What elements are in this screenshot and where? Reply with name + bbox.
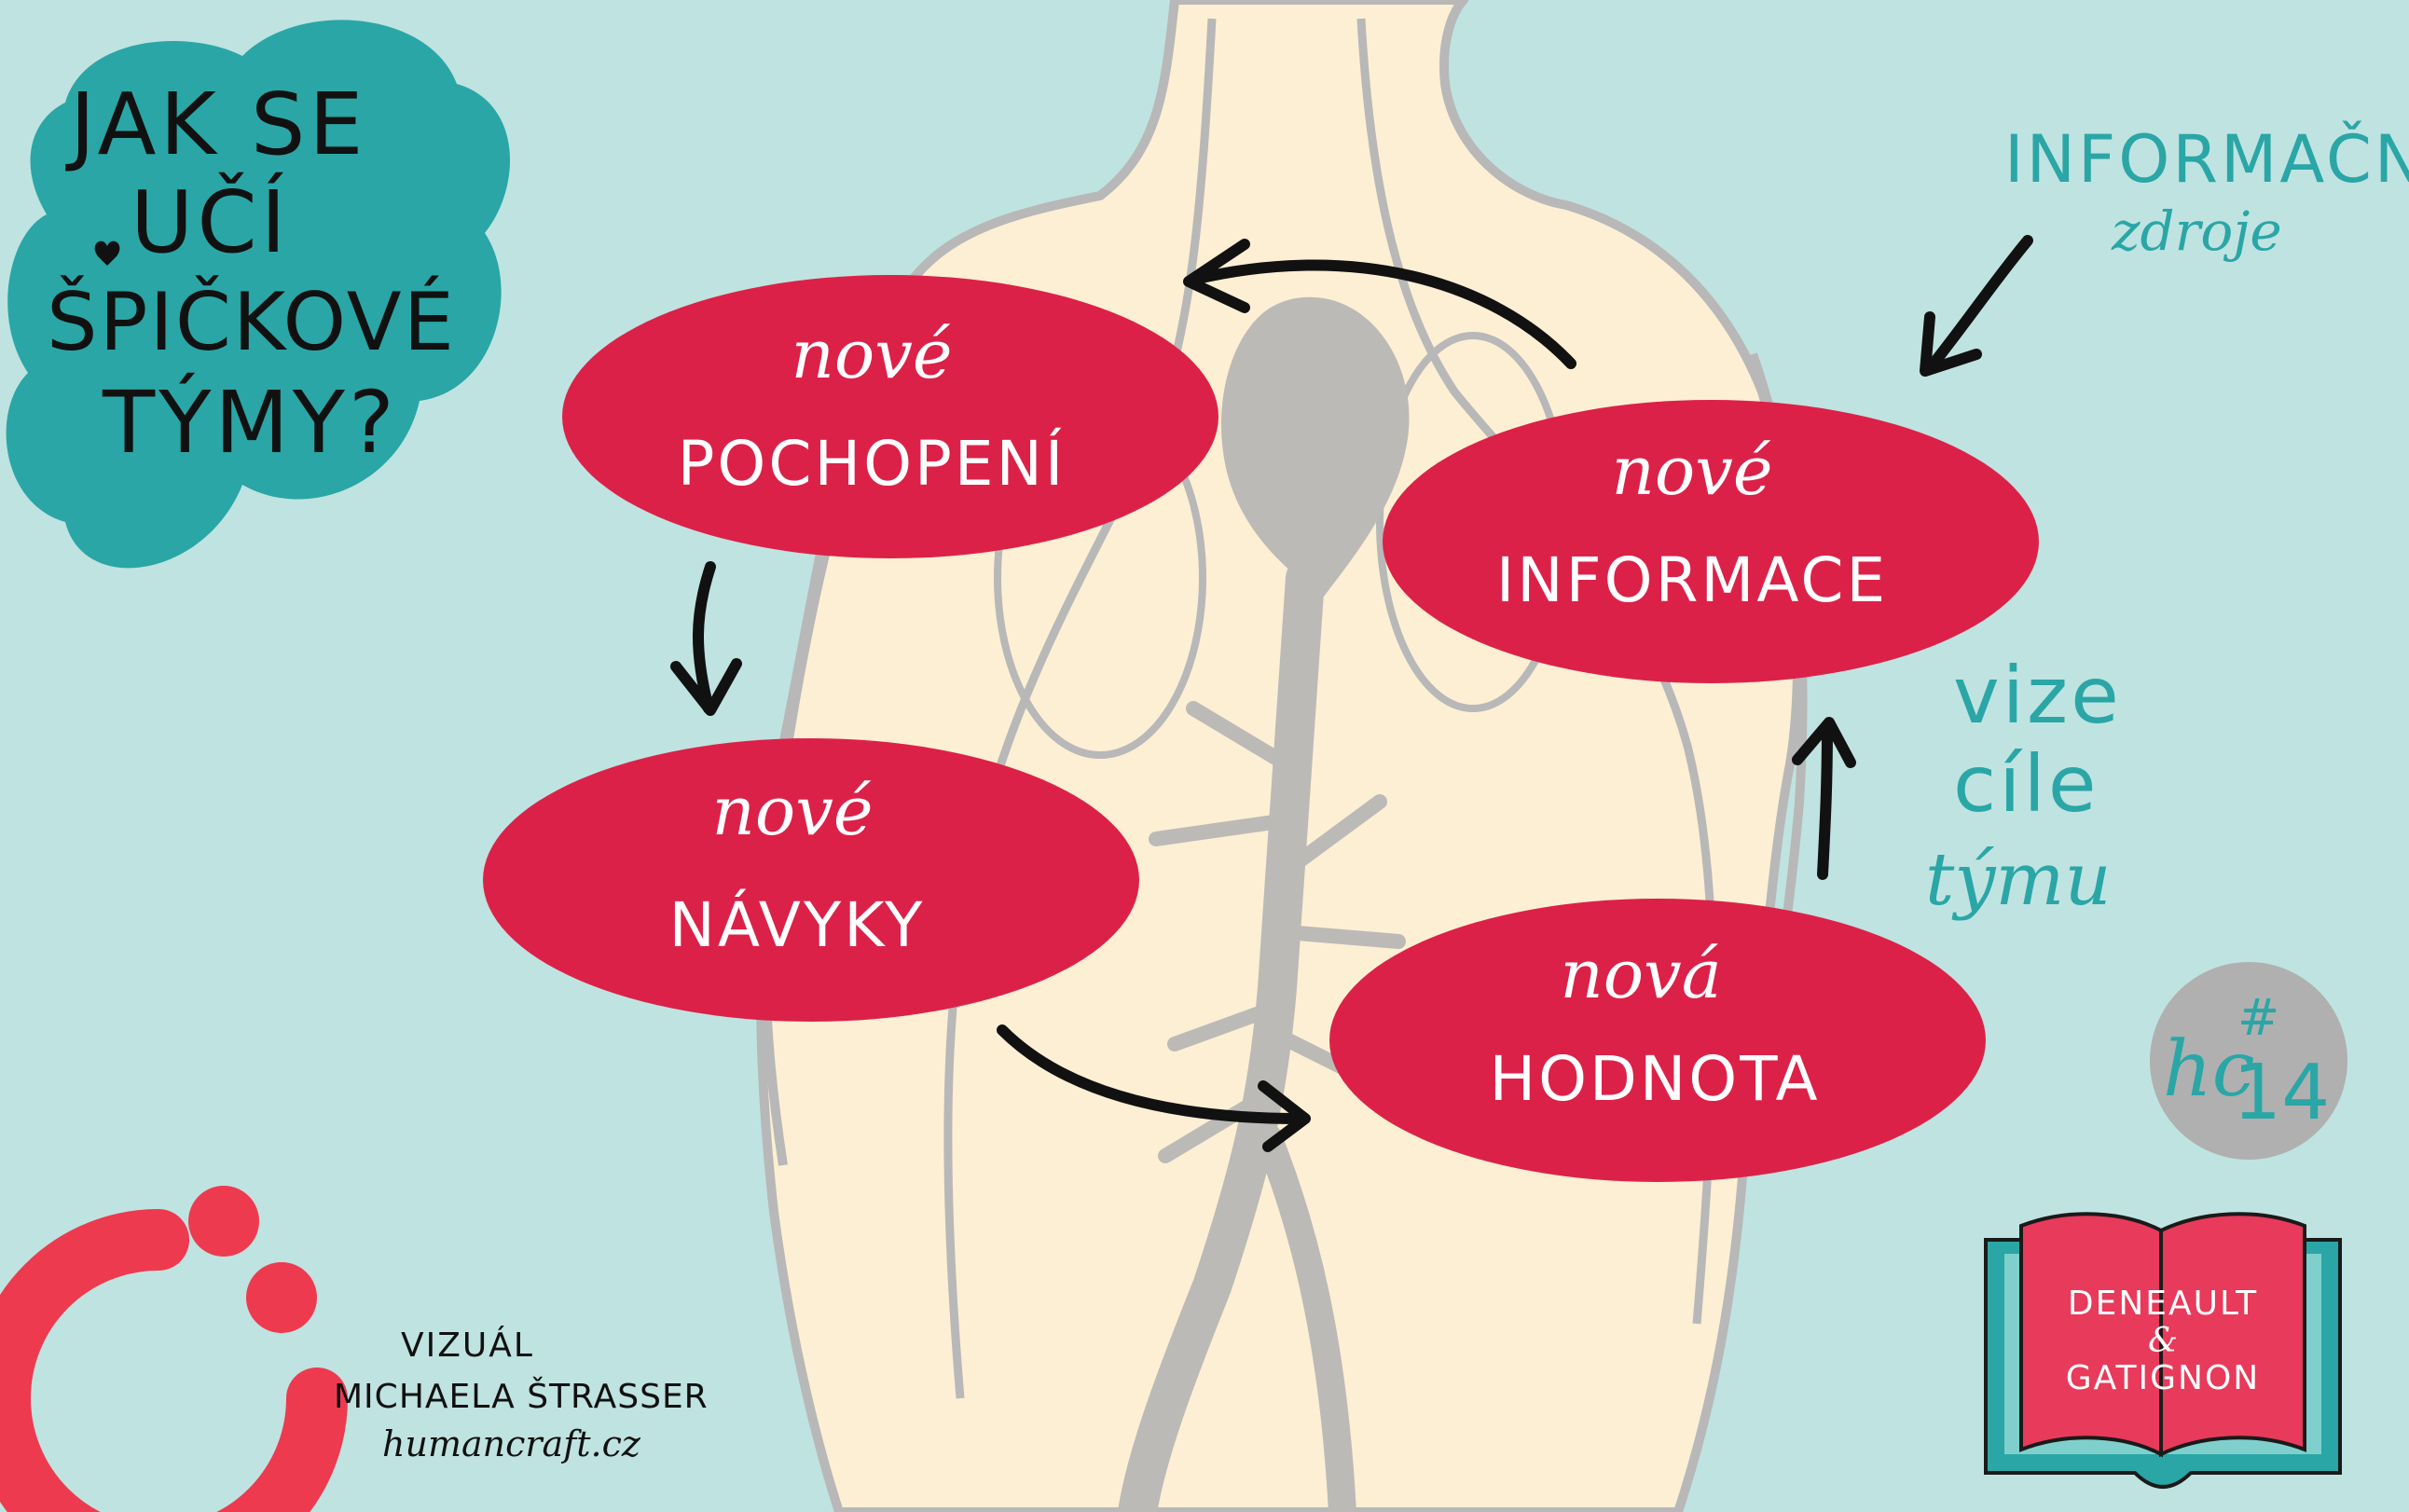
book-left-page (2019, 1212, 2163, 1458)
badge-hash: # (2237, 988, 2279, 1047)
humancraft-logo (0, 1186, 348, 1512)
credit-line-1: VIZUÁL (401, 1326, 534, 1365)
logo-c-shape (0, 1209, 348, 1512)
heart-shape (1221, 296, 1410, 597)
node-bottom-label: INFORMACE (1496, 544, 1888, 616)
node-ellipse (1383, 400, 2039, 683)
node-navyky: nové NÁVYKY (483, 738, 1139, 1022)
badge-number: 14 (2233, 1049, 2330, 1137)
left-vessel (943, 18, 1217, 1399)
arrow-icon (1792, 717, 1856, 880)
book-ampersand: & (2148, 1322, 2178, 1360)
title-line-3: ŠPIČKOVÉ (47, 275, 456, 369)
heart-doodle-icon (94, 241, 120, 266)
vize-text: vize (1953, 650, 2122, 741)
main-vessel-branch (1254, 1123, 1356, 1512)
arrow-icon (670, 561, 742, 716)
cloud-shape (6, 20, 511, 569)
node-top-label: nová (1560, 935, 1721, 1013)
arrow-icon (997, 1024, 1311, 1152)
open-book-icon: DENEAULT & GATIGNON (1984, 1212, 2342, 1489)
node-top-label: nové (791, 315, 952, 393)
node-bottom-label: NÁVYKY (668, 889, 925, 961)
logo-dot-top (188, 1186, 259, 1257)
title-line-4: TÝMY? (102, 372, 398, 473)
tymu-text: týmu (1925, 838, 2112, 922)
logo-dot-bottom (246, 1262, 317, 1333)
node-top-label: nové (711, 772, 873, 850)
badge-circle (2150, 962, 2347, 1160)
small-branches (1149, 701, 1406, 1163)
title-line-1: JAK SE (65, 75, 367, 174)
arrow-icon (1920, 235, 2033, 377)
credits: VIZUÁL MICHAELA ŠTRASSER humancraft.cz (334, 1326, 709, 1464)
node-hodnota: nová HODNOTA (1329, 899, 1986, 1182)
node-bottom-label: HODNOTA (1489, 1043, 1820, 1115)
credit-line-3: humancraft.cz (382, 1423, 641, 1464)
badge-prefix: hc (2163, 1025, 2255, 1114)
node-informace: nové INFORMACE (1383, 400, 2039, 683)
book-right-page (2159, 1212, 2306, 1458)
node-ellipse (562, 275, 1218, 558)
book-author-1: DENEAULT (2068, 1285, 2258, 1323)
cile-text: cíle (1953, 738, 2099, 830)
node-ellipse (483, 738, 1139, 1022)
book-author-2: GATIGNON (2066, 1359, 2260, 1397)
node-pochopeni: nové POCHOPENÍ (562, 275, 1218, 558)
title-line-2: UČÍ (131, 171, 290, 272)
arrow-icon (1183, 239, 1576, 369)
vize-cile-tymu-label: vize cíle týmu (1925, 650, 2122, 922)
node-bottom-label: POCHOPENÍ (678, 427, 1067, 500)
zdroje-text: zdroje (2111, 199, 2282, 263)
episode-badge: hc # 14 (2150, 962, 2347, 1160)
informacni-text: INFORMAČNÍ (2004, 121, 2409, 198)
credit-line-2: MICHAELA ŠTRASSER (334, 1377, 709, 1416)
title-cloud: JAK SE UČÍ ŠPIČKOVÉ TÝMY? (6, 20, 511, 569)
node-ellipse (1329, 899, 1986, 1182)
node-top-label: nové (1611, 432, 1772, 510)
informacni-zdroje-label: INFORMAČNÍ zdroje (2004, 121, 2409, 263)
